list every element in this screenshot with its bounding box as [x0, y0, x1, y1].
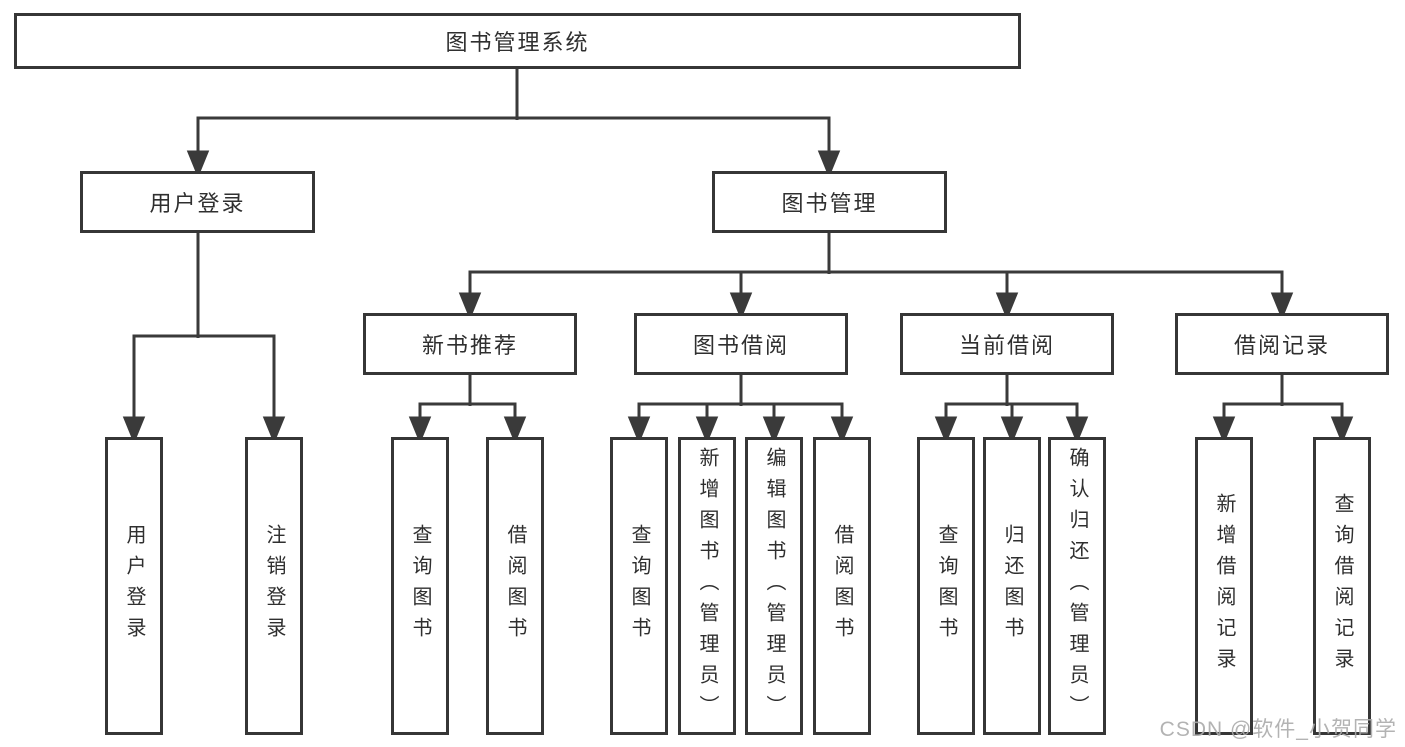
- leaf-add-borrow-record: 新增借阅记录: [1195, 437, 1253, 735]
- leaf-label: 归还图书: [1001, 524, 1023, 648]
- leaf-label: 新增借阅记录: [1213, 493, 1235, 679]
- node-user-login: 用户登录: [80, 171, 315, 233]
- csdn-watermark: CSDN @软件_小贺同学: [1159, 718, 1397, 741]
- node-book-management: 图书管理: [712, 171, 947, 233]
- leaf-query-books-borrow: 查询图书: [610, 437, 668, 735]
- leaf-query-books-current: 查询图书: [917, 437, 975, 735]
- leaf-label: 编辑图书（管理员）: [763, 446, 785, 726]
- leaf-query-books-recommend: 查询图书: [391, 437, 449, 735]
- leaf-query-borrow-record: 查询借阅记录: [1313, 437, 1371, 735]
- node-new-book-recommend: 新书推荐: [363, 313, 577, 375]
- leaf-edit-books-admin: 编辑图书（管理员）: [745, 437, 803, 735]
- leaf-user-login: 用户登录: [105, 437, 163, 735]
- leaf-label: 新增图书（管理员）: [696, 446, 718, 726]
- leaf-confirm-return-admin: 确认归还（管理员）: [1048, 437, 1106, 735]
- leaf-label: 查询图书: [628, 524, 650, 648]
- leaf-logout: 注销登录: [245, 437, 303, 735]
- leaf-add-books-admin: 新增图书（管理员）: [678, 437, 736, 735]
- leaf-label: 查询借阅记录: [1331, 493, 1353, 679]
- node-book-borrowing: 图书借阅: [634, 313, 848, 375]
- leaf-label: 查询图书: [409, 524, 431, 648]
- node-borrowing-records: 借阅记录: [1175, 313, 1389, 375]
- leaf-label: 注销登录: [263, 524, 285, 648]
- leaf-borrow-books-recommend: 借阅图书: [486, 437, 544, 735]
- leaf-label: 借阅图书: [831, 524, 853, 648]
- leaf-label: 查询图书: [935, 524, 957, 648]
- leaf-borrow-books: 借阅图书: [813, 437, 871, 735]
- leaf-label: 确认归还（管理员）: [1066, 446, 1088, 726]
- leaf-label: 用户登录: [123, 524, 145, 648]
- leaf-label: 借阅图书: [504, 524, 526, 648]
- node-current-borrowing: 当前借阅: [900, 313, 1114, 375]
- node-root-library-system: 图书管理系统: [14, 13, 1021, 69]
- leaf-return-books: 归还图书: [983, 437, 1041, 735]
